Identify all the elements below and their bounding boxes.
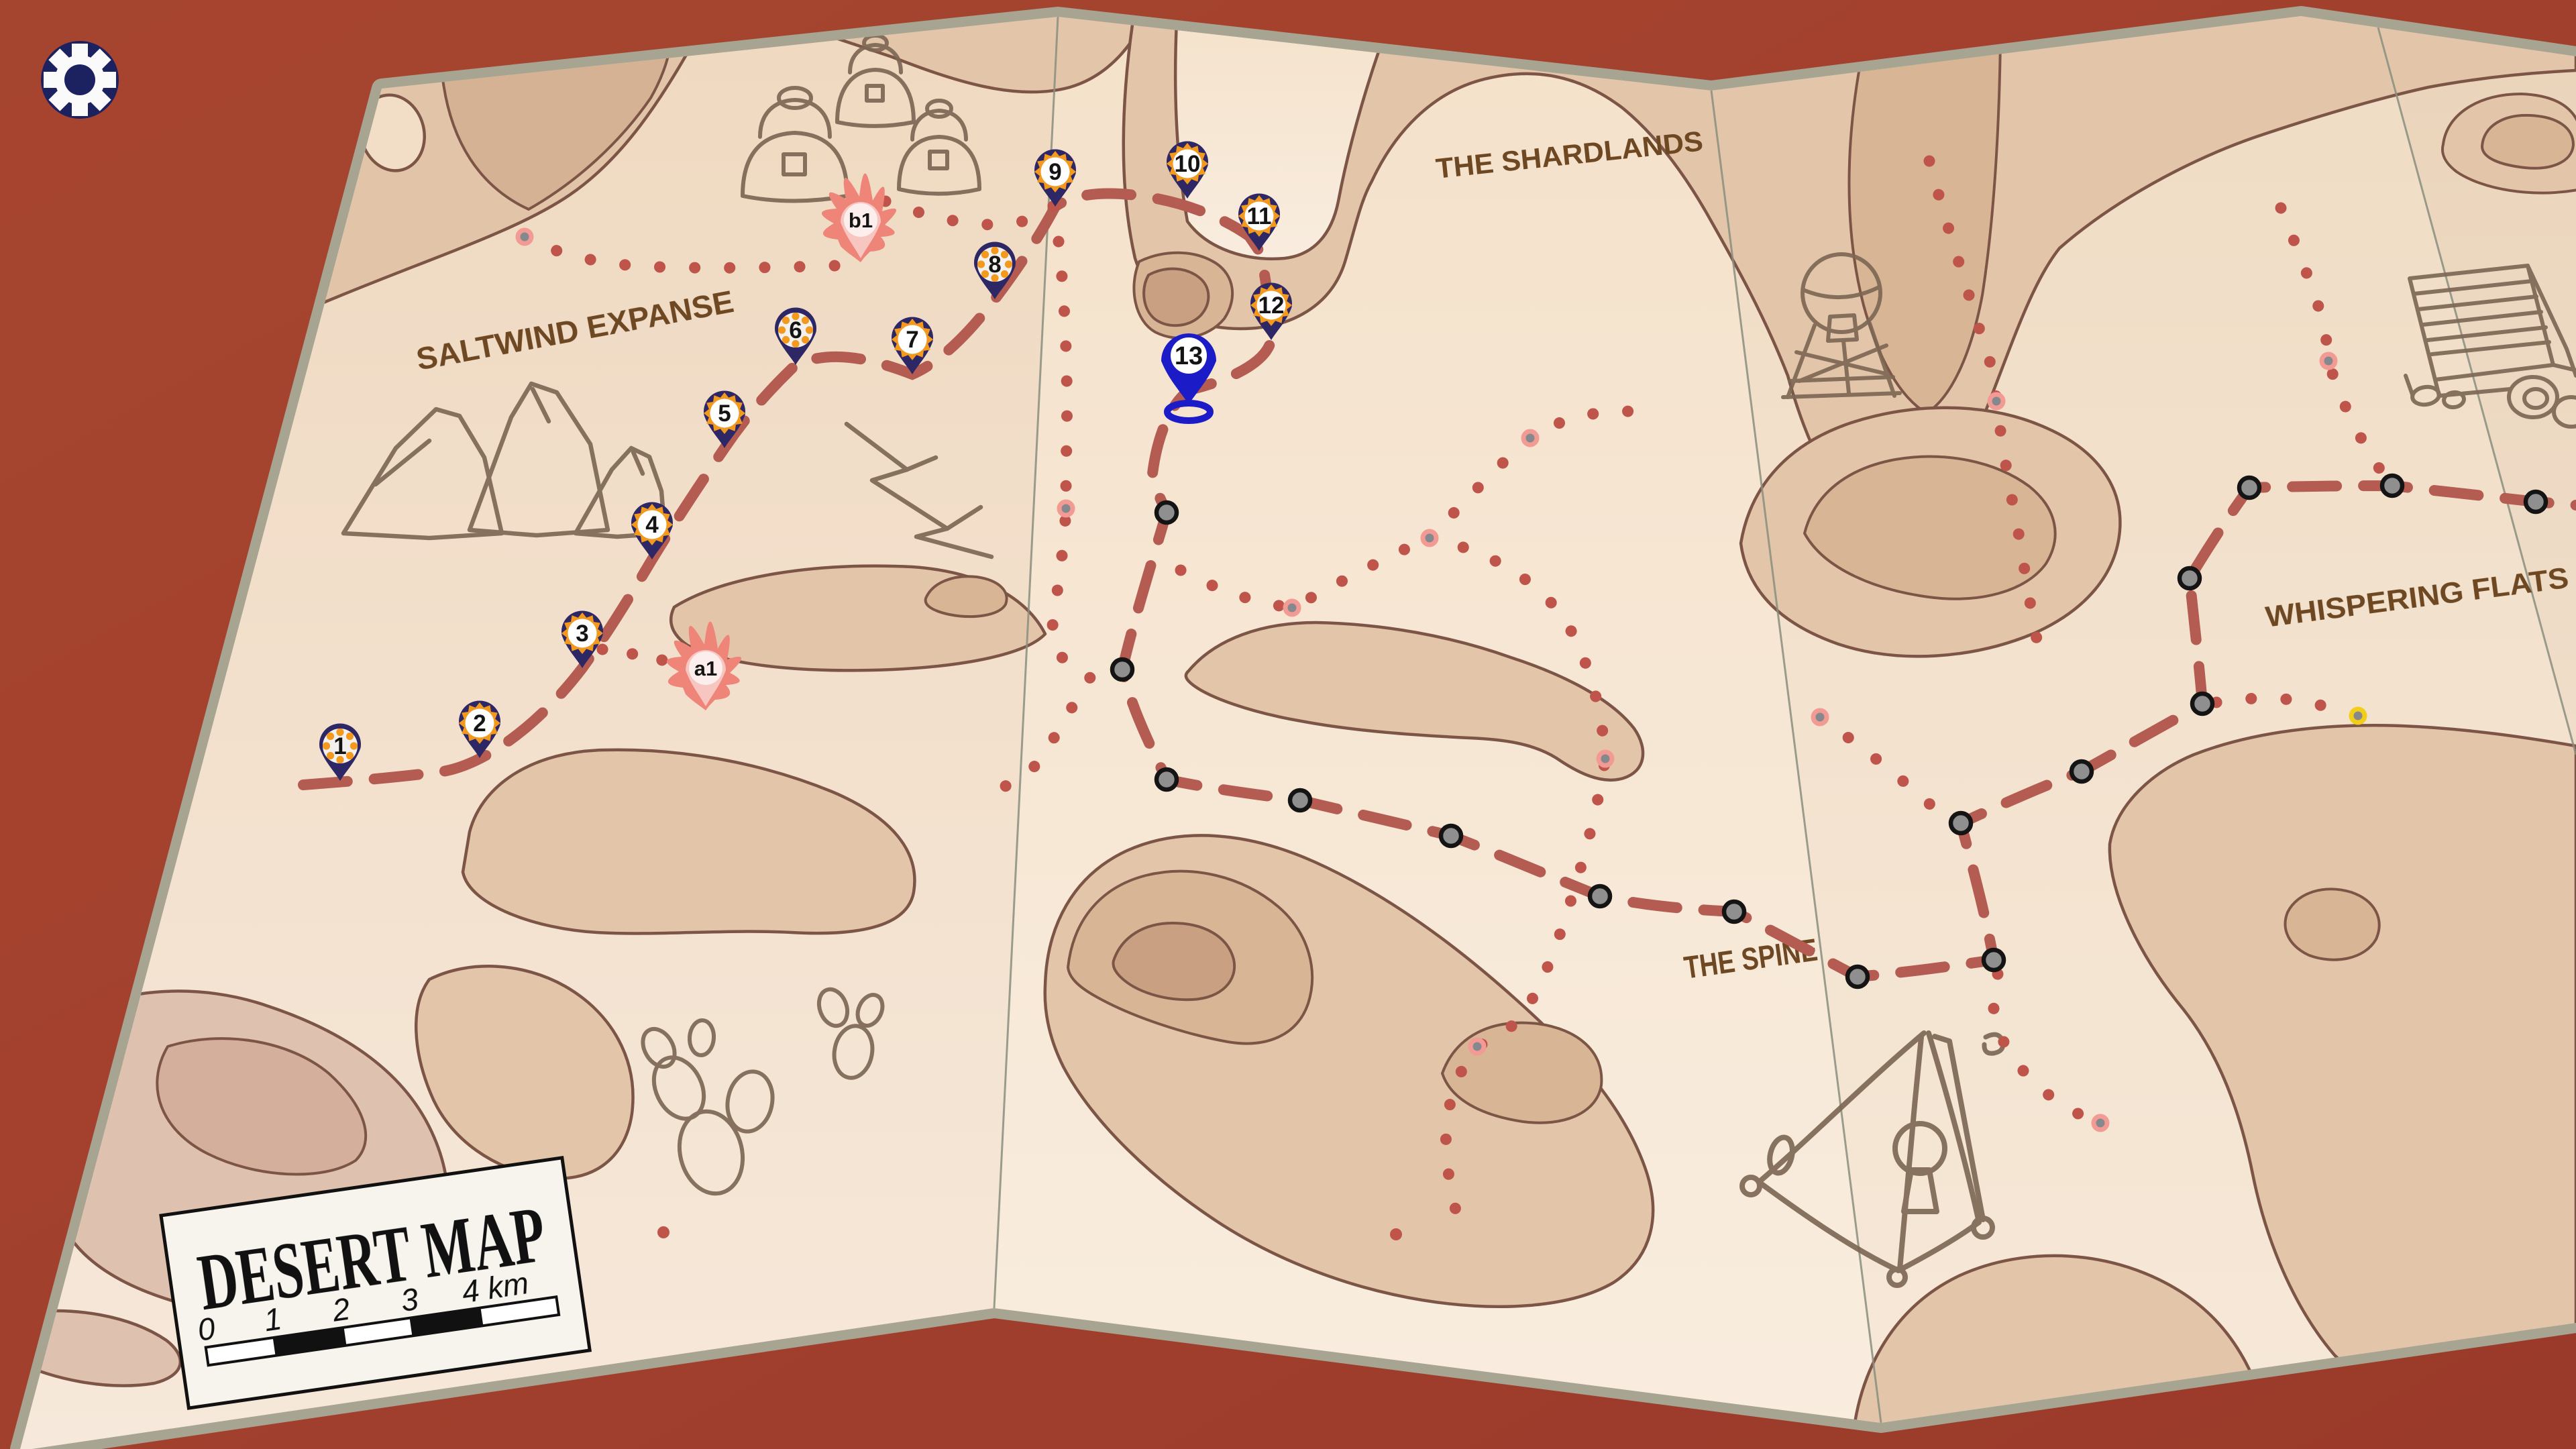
svg-text:1: 1 (333, 733, 346, 759)
svg-text:12: 12 (1258, 292, 1285, 319)
svg-text:2: 2 (473, 710, 486, 737)
svg-text:b1: b1 (849, 209, 873, 232)
svg-text:6: 6 (789, 317, 802, 343)
svg-text:4: 4 (645, 512, 659, 538)
svg-text:5: 5 (718, 400, 731, 427)
svg-text:13: 13 (1175, 342, 1203, 370)
svg-text:7: 7 (906, 327, 918, 353)
svg-text:8: 8 (988, 252, 1001, 278)
svg-text:9: 9 (1049, 159, 1061, 185)
svg-text:10: 10 (1175, 151, 1201, 177)
svg-text:a1: a1 (694, 657, 717, 680)
svg-text:3: 3 (576, 621, 588, 647)
svg-text:11: 11 (1247, 203, 1272, 229)
